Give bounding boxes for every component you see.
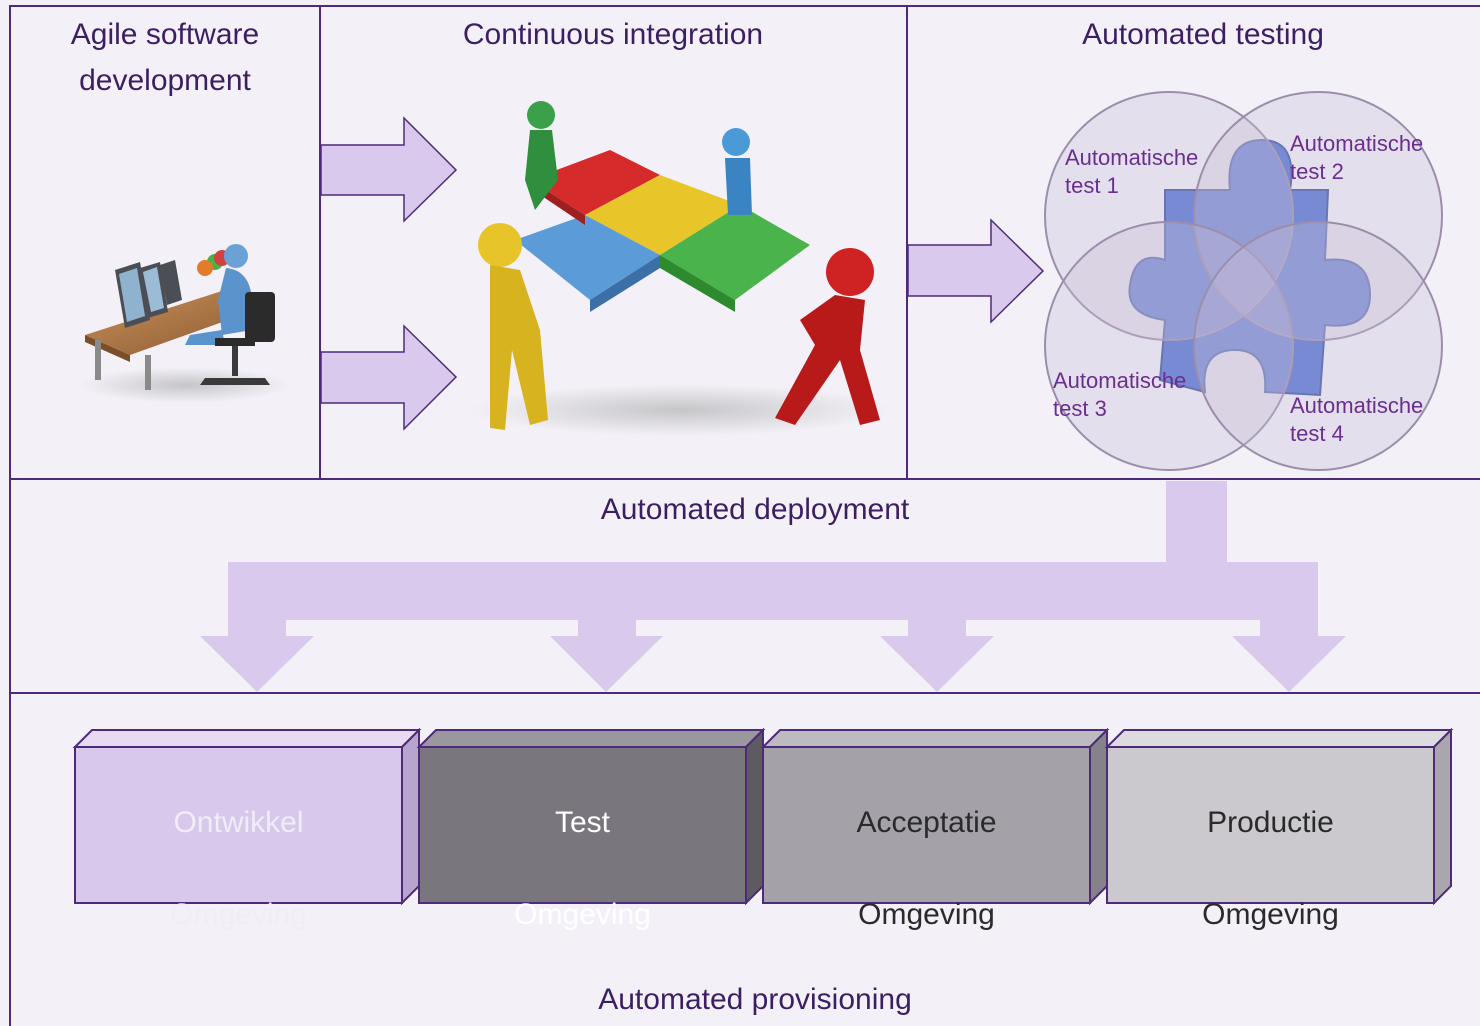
test-3-label-line1: Automatische — [1053, 368, 1186, 393]
environment-box-acceptatie — [760, 727, 1110, 906]
test-4-label-line1: Automatische — [1290, 393, 1423, 418]
section-title-provisioning: Automated provisioning — [598, 983, 912, 1016]
divider-agile-ci — [319, 5, 321, 479]
environment-sub: Omgeving — [170, 898, 307, 931]
divider-ci-testing — [906, 5, 908, 479]
environment-sub: Omgeving — [858, 898, 995, 931]
environment-box-test — [416, 727, 766, 906]
environment-sub: Omgeving — [514, 898, 651, 931]
section-title-testing: Automated testing — [1082, 18, 1324, 51]
test-3-label-line2: test 3 — [1053, 396, 1107, 421]
test-2-label-line1: Automatische — [1290, 131, 1423, 156]
puzzle-team-illustration — [470, 101, 890, 436]
environment-name: Productie — [1207, 806, 1334, 839]
test-1-label-line1: Automatische — [1065, 145, 1198, 170]
arrow-agile-to-ci-top — [320, 116, 458, 223]
environment-label-acceptatie: Acceptatie Omgeving — [763, 754, 1090, 984]
deployment-arrows — [200, 481, 1346, 692]
section-title-agile: Agile software development — [70, 18, 260, 97]
environment-name: Test — [554, 806, 611, 839]
environment-sub: Omgeving — [1202, 898, 1339, 931]
test-2-label-line2: test 2 — [1290, 159, 1344, 184]
environment-box-productie — [1104, 727, 1454, 906]
environment-label-productie: Productie Omgeving — [1107, 754, 1434, 984]
test-4-label-line2: test 4 — [1290, 421, 1344, 446]
section-title-deployment: Automated deployment — [600, 493, 910, 526]
environment-boxes — [72, 727, 1454, 906]
arrow-agile-to-ci-bottom — [320, 324, 458, 431]
environment-name: Acceptatie — [856, 806, 997, 839]
divider-top-row — [9, 478, 1480, 480]
frame-left — [9, 5, 11, 1026]
divider-deployment — [9, 692, 1480, 694]
environment-name: Ontwikkel — [173, 806, 304, 839]
environment-box-ontwikkel — [72, 727, 422, 906]
environment-label-ontwikkel: Ontwikkel Omgeving — [75, 754, 402, 984]
frame-top — [9, 5, 1480, 7]
arrow-ci-to-testing — [907, 218, 1045, 324]
developers-illustration — [80, 244, 290, 403]
testing-illustration — [1044, 91, 1443, 471]
test-1-label-line2: test 1 — [1065, 173, 1119, 198]
environment-label-test: Test Omgeving — [419, 754, 746, 984]
section-title-ci: Continuous integration — [462, 18, 764, 51]
test-labels: Automatische test 1 Automatische test 2 … — [1053, 131, 1423, 446]
